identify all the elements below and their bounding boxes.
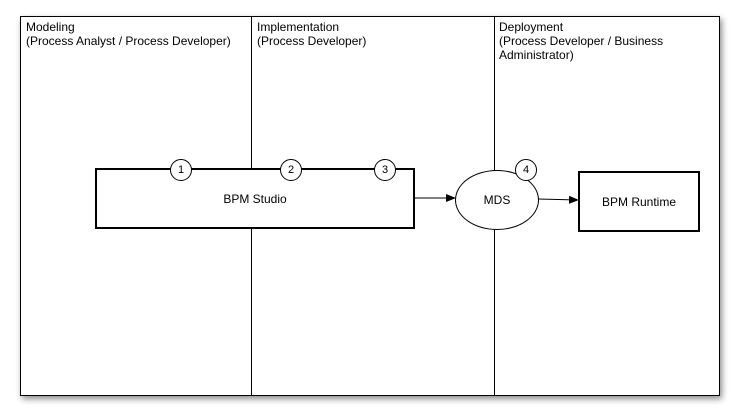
lane-role: (Process Developer) [257, 34, 367, 48]
step-badge-2: 2 [280, 159, 302, 181]
lane-role: Administrator) [499, 48, 574, 62]
step-badge-4: 4 [515, 159, 537, 181]
lane-role: (Process Analyst / Process Developer) [26, 34, 231, 48]
mds-node[interactable]: MDS [455, 170, 539, 230]
lane-header-deployment: Deployment (Process Developer / Business… [499, 20, 663, 62]
lane-title: Modeling [26, 20, 75, 34]
bpm-runtime-label: BPM Runtime [601, 194, 677, 209]
lane-title: Deployment [499, 20, 564, 34]
step-badge-3: 3 [374, 159, 396, 181]
bpm-studio-box[interactable]: BPM Studio [95, 168, 415, 229]
lane-header-modeling: Modeling (Process Analyst / Process Deve… [26, 20, 231, 48]
bpm-runtime-box[interactable]: BPM Runtime [578, 171, 700, 232]
lane-header-implementation: Implementation (Process Developer) [257, 20, 366, 48]
lane-title: Implementation [257, 20, 340, 34]
mds-label: MDS [483, 193, 511, 207]
arrow-mds-to-runtime [537, 195, 579, 204]
lane-role: (Process Developer / Business [499, 34, 664, 48]
step-badge-1: 1 [170, 159, 192, 181]
bpm-studio-label: BPM Studio [223, 191, 287, 206]
